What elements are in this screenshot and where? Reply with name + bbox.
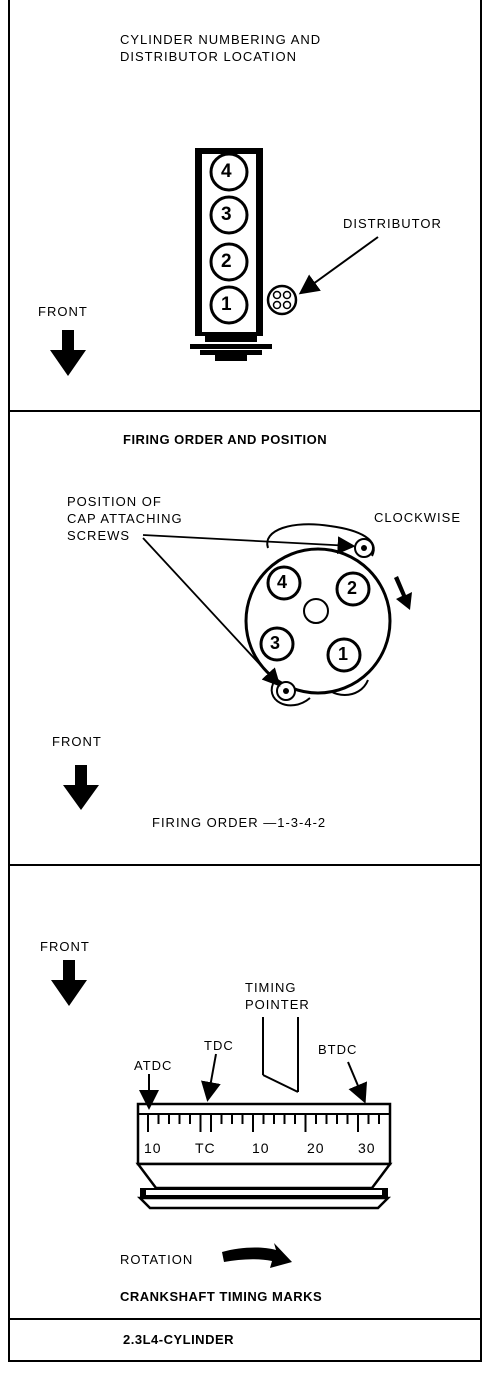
timing-pointer-label-line1: TIMING	[245, 980, 297, 995]
tdc-arrow	[201, 1053, 221, 1102]
cylinder-number: 3	[221, 204, 232, 225]
scale-label: 10	[144, 1140, 162, 1156]
crankshaft-caption: CRANKSHAFT TIMING MARKS	[120, 1289, 323, 1304]
front-arrow-icon	[51, 960, 87, 1006]
cylinder-number: 4	[221, 161, 232, 182]
screws-label-line2: CAP ATTACHING	[67, 511, 183, 526]
cylinder-number: 2	[221, 251, 232, 272]
panel1-title-line2: DISTRIBUTOR LOCATION	[120, 49, 297, 64]
cap-terminal-number: 4	[277, 572, 288, 592]
damper-pulley	[135, 1162, 393, 1210]
panel1-title-line1: CYLINDER NUMBERING AND	[120, 32, 322, 47]
atdc-label: ATDC	[134, 1058, 173, 1073]
distributor-icon	[266, 284, 298, 316]
rotation-arrow-icon	[222, 1243, 292, 1268]
timing-pointer-label-line2: POINTER	[245, 997, 310, 1012]
screw-pointer-arrow	[142, 534, 356, 555]
distributor-pointer-arrow	[298, 236, 379, 295]
tdc-label: TDC	[204, 1038, 234, 1053]
front-label: FRONT	[38, 304, 88, 319]
cap-terminal-number: 2	[347, 578, 358, 598]
cylinder-number: 1	[221, 294, 232, 315]
panel-divider	[8, 864, 482, 866]
timing-pointer	[262, 1017, 299, 1093]
scale-ticks	[147, 1114, 380, 1132]
distributor-label: DISTRIBUTOR	[343, 216, 442, 231]
scale-label: 30	[358, 1140, 376, 1156]
scale-label: 10	[252, 1140, 270, 1156]
clockwise-label: CLOCKWISE	[374, 510, 462, 525]
panel-divider	[8, 410, 482, 412]
front-label: FRONT	[40, 939, 90, 954]
clockwise-arrow-icon	[394, 576, 412, 610]
firing-order: FIRING ORDER —1-3-4-2	[152, 815, 327, 830]
panel-divider	[8, 1318, 482, 1320]
panel2-title: FIRING ORDER AND POSITION	[123, 432, 328, 447]
crank-pulley	[190, 336, 272, 361]
front-arrow-icon	[50, 330, 86, 376]
front-label: FRONT	[52, 734, 102, 749]
engine-label: 2.3L4-CYLINDER	[123, 1332, 235, 1347]
btdc-arrow	[347, 1061, 368, 1104]
btdc-label: BTDC	[318, 1042, 358, 1057]
screw-pointer-arrow	[142, 537, 281, 687]
engine-block	[195, 148, 263, 336]
diagram-frame	[8, 0, 482, 1362]
cap-terminal-number: 3	[270, 633, 281, 653]
distributor-cap	[244, 523, 392, 707]
cap-terminal-number: 1	[338, 644, 349, 664]
scale-label: TC	[195, 1140, 216, 1156]
front-arrow-icon	[63, 765, 99, 810]
screws-label-line3: SCREWS	[67, 528, 131, 543]
screws-label-line1: POSITION OF	[67, 494, 162, 509]
rotation-label: ROTATION	[120, 1252, 194, 1267]
scale-label: 20	[307, 1140, 325, 1156]
